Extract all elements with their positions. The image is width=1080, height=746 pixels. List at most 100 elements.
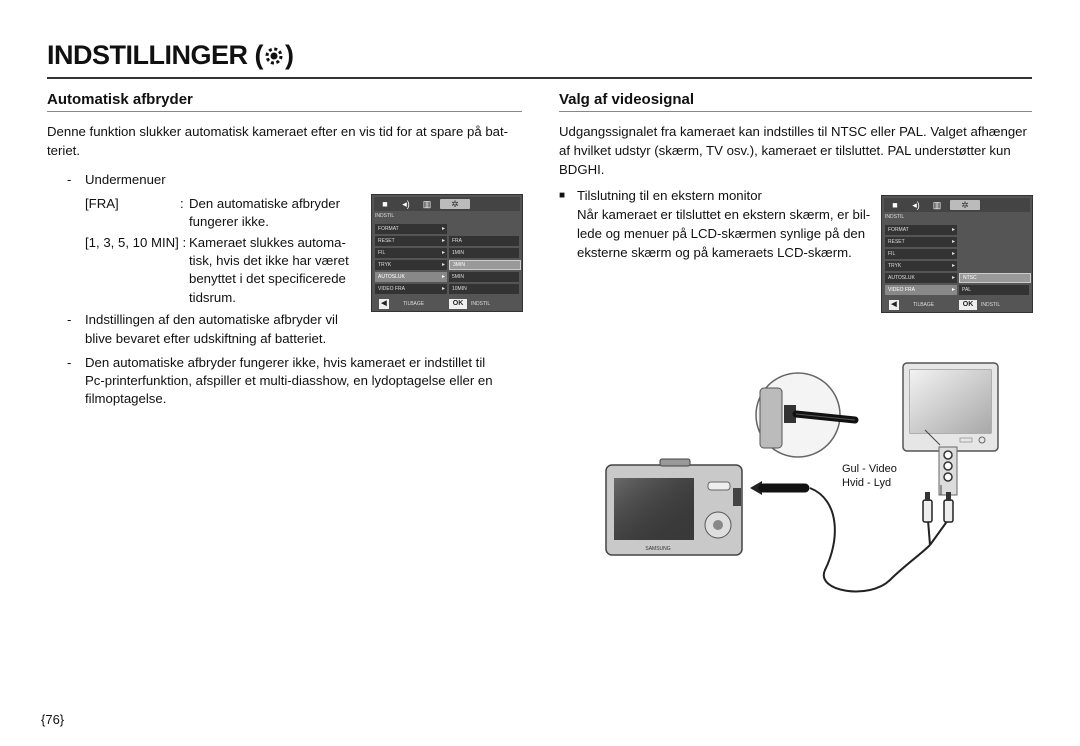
arrow-right-icon: ▸ [951,251,955,257]
section-divider [47,111,522,112]
menu-option-selected: NTSC [959,273,1031,283]
option-key: [FRA] [85,196,119,211]
menu-footer: ◀ TILBAGE OK INDSTIL [375,299,519,309]
connection-arrow-icon [750,481,762,495]
arrow-right-icon: ▸ [951,227,955,233]
menu-row-label: FORMAT [378,226,399,232]
arrow-right-icon: ▸ [951,239,955,245]
bullet-line: lede og menuer på LCD-skærmen synlige på… [577,226,866,241]
camera-icon: ■ [382,199,388,209]
menu-row-label: FORMAT [888,227,909,233]
menu-row-label: RESET [888,239,905,245]
arrow-right-icon: ▸ [441,286,445,292]
option-desc: tisk, hvis det ikke har været [189,253,349,268]
page-title: INDSTILLINGER () [47,40,294,71]
submenu-label: Undermenuer [85,172,166,187]
page-number: {76} [41,712,65,727]
title-divider [47,77,1032,79]
back-arrow-icon: ◀ [379,299,389,309]
menu-row-label: TRYK [378,262,392,268]
menu-row: FIL▸ [375,248,447,258]
page-title-text: INDSTILLINGER ( [47,40,264,70]
option-desc: Den automatiske afbryder [189,196,340,211]
display-icon: ▥ [422,199,432,209]
menu-option: 5MIN [449,272,519,282]
menu-row-label: RESET [378,238,395,244]
menu-option: PAL [959,285,1029,295]
tv-icon [902,362,999,452]
camera-icon: ■ [892,200,898,210]
menu-option: FRA [449,236,519,246]
menu-row: FORMAT ▸ [375,224,447,234]
display-icon: ▥ [932,200,942,210]
ok-button-icon: OK [449,299,467,309]
menu-option: 1MIN [449,248,519,258]
note-line: Indstillingen af den automatiske afbryde… [85,312,338,327]
list-dash: - [67,312,72,327]
menu-row-label: VIDEO FRA [888,287,915,293]
menu-row-selected: AUTOSLUK ▸ [375,272,447,282]
menu-row-label: VIDEO FRA [378,286,405,292]
back-arrow-icon: ◀ [889,300,899,310]
menu-tab-bar: ■ ◂) ▥ ✲ [374,197,520,211]
menu-row-label: AUTOSLUK [888,275,915,281]
camera-menu-screen: ■ ◂) ▥ ✲ INDSTIL FORMAT▸ RESET▸ FIL▸ TRY… [881,195,1033,313]
page-title-close: ) [285,40,294,70]
option-desc: tidsrum. [189,290,236,305]
option-desc: fungerer ikke. [189,214,269,229]
menu-header: INDSTIL [375,213,395,219]
section-title-video-signal: Valg af videosignal [559,91,695,108]
menu-row-selected: VIDEO FRA ▸ [885,285,957,295]
ok-button-icon: OK [959,300,977,310]
note-line: blive bevaret efter udskiftning af batte… [85,331,327,346]
label-audio: Hvid - Lyd [842,477,892,489]
menu-row-label: AUTOSLUK [378,274,405,280]
sound-icon: ◂) [402,199,410,209]
bullet-line: eksterne skærm og på kameraets LCD-skærm… [577,245,852,260]
back-label: TILBAGE [403,301,425,307]
menu-option: 10MIN [449,284,519,294]
menu-row: RESET ▸ [885,237,957,247]
intro-line: teriet. [47,143,80,158]
list-dash: - [67,172,72,187]
menu-tab-bar: ■ ◂) ▥ ✲ [884,198,1030,212]
bullet-title: Tilslutning til en ekstern monitor [577,188,762,203]
arrow-right-icon: ▸ [441,262,445,268]
note-line: filmoptagelse. [85,391,167,406]
menu-row-label: TRYK [888,263,902,269]
arrow-right-icon: ▸ [441,238,445,244]
menu-option-selected: 3MIN [449,260,521,270]
arrow-right-icon: ▸ [441,274,445,280]
sound-icon: ◂) [912,200,920,210]
menu-row: RESET ▸ [375,236,447,246]
note-line: Pc-printerfunktion, afspiller et multi-d… [85,373,493,388]
camera-menu-screen: ■ ◂) ▥ ✲ INDSTIL FORMAT ▸ RESET ▸ FIL▸ TRY… [371,194,523,312]
camera-icon: SAMSUNG [605,458,743,556]
setup-gear-icon: ✲ [440,199,470,209]
intro-line: af hvilket udstyr (skærm, TV osv.), kame… [559,143,1011,158]
option-desc: Kameraet slukkes automa- [189,235,346,250]
arrow-right-icon: ▸ [951,275,955,281]
tv-connection-illustration: SAMSUNG [605,362,999,593]
back-label: TILBAGE [913,302,935,308]
arrow-right-icon: ▸ [441,250,445,256]
section-divider [559,111,1032,112]
usb-closeup-circle [755,372,859,458]
arrow-right-icon: ▸ [951,263,955,269]
bullet-line: Når kameraet er tilsluttet en ekstern sk… [577,207,871,222]
arrow-right-icon: ▸ [951,287,955,293]
av-cable [758,483,954,593]
intro-line: BDGHI. [559,162,605,177]
bullet-square-icon: ■ [559,190,566,201]
arrow-right-icon: ▸ [441,226,445,232]
intro-line: Denne funktion slukker automatisk kamera… [47,124,509,139]
menu-row: FORMAT ▸ [885,225,957,235]
menu-footer: ◀ TILBAGE OK INDSTIL [885,300,1029,310]
option-desc: benyttet i det specificerede [189,271,346,286]
option-sep: : [180,196,184,211]
ok-text: INDSTIL [981,302,1001,308]
menu-row: VIDEO FRA ▸ [375,284,447,294]
av-jack-panel [924,429,958,496]
ok-text: INDSTIL [471,301,491,307]
menu-header: INDSTIL [885,214,905,220]
